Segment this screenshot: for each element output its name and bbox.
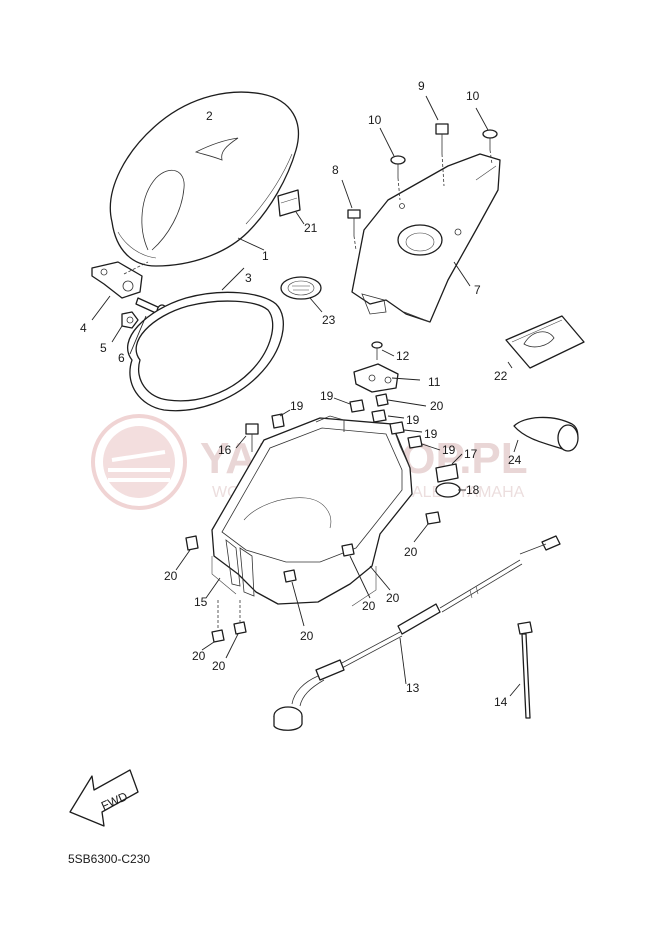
callout-1: 1: [262, 249, 269, 263]
callout-20h: 20: [212, 659, 226, 673]
screw-10a: [390, 155, 406, 201]
watermark-logo: [91, 414, 187, 510]
center-cover: [351, 153, 501, 323]
nut-5: [121, 311, 139, 329]
leader-lines: [91, 95, 521, 697]
callout-11: 11: [428, 375, 441, 389]
lock-bracket: [353, 363, 399, 393]
callout-3: 3: [245, 271, 252, 285]
cable-tie: [517, 621, 533, 719]
callout-20a: 20: [430, 399, 444, 413]
callout-7: 7: [474, 283, 481, 297]
callout-6: 6: [118, 351, 125, 365]
callout-16: 16: [218, 443, 232, 457]
callout-20e: 20: [362, 599, 376, 613]
screw-10b: [482, 129, 498, 165]
seat-lock-cable: [273, 535, 561, 731]
callout-21: 21: [304, 221, 318, 235]
seat: [109, 91, 300, 267]
callout-15: 15: [194, 595, 208, 609]
callout-14: 14: [494, 695, 508, 709]
callout-19c: 19: [406, 413, 420, 427]
label-21: [277, 189, 301, 217]
callout-19d: 19: [424, 427, 438, 441]
callout-4: 4: [80, 321, 87, 335]
callout-8: 8: [332, 163, 339, 177]
callout-19a: 19: [290, 399, 304, 413]
callout-19b: 19: [320, 389, 334, 403]
callout-24: 24: [508, 453, 522, 467]
duct-24: [513, 416, 579, 452]
callout-23: 23: [322, 313, 336, 327]
callout-13: 13: [406, 681, 420, 695]
callout-9: 9: [418, 79, 425, 93]
diagram-reference-code: 5SB6300-C230: [68, 852, 151, 866]
callout-20c: 20: [164, 569, 178, 583]
screw-12: [371, 341, 383, 360]
callout-20b: 20: [404, 545, 418, 559]
grommet-18: [435, 482, 461, 498]
clip-set: [185, 393, 441, 643]
callout-10b: 10: [466, 89, 480, 103]
callout-12: 12: [396, 349, 410, 363]
callout-20f: 20: [386, 591, 400, 605]
callout-18: 18: [466, 483, 480, 497]
callout-2: 2: [206, 109, 213, 123]
callout-19e: 19: [442, 443, 456, 457]
bolt-16: [245, 423, 259, 452]
bolt-9: [435, 123, 449, 187]
callouts: 1 2 3 4 5 6 7 8 9 10 10 11 12 13 14 15 1…: [80, 79, 522, 709]
callout-20g: 20: [192, 649, 206, 663]
callout-17: 17: [464, 447, 478, 461]
forward-arrow-icon: FWD: [69, 769, 139, 827]
callout-5: 5: [100, 341, 107, 355]
callout-10a: 10: [368, 113, 382, 127]
hinge-bracket: [91, 261, 149, 299]
grommet-17: [435, 463, 459, 483]
callout-22: 22: [494, 369, 508, 383]
seal-3: [126, 291, 284, 412]
callout-20d: 20: [300, 629, 314, 643]
owners-manual: [505, 315, 585, 369]
emblem-23: [280, 276, 322, 300]
bolt-8: [347, 209, 361, 251]
